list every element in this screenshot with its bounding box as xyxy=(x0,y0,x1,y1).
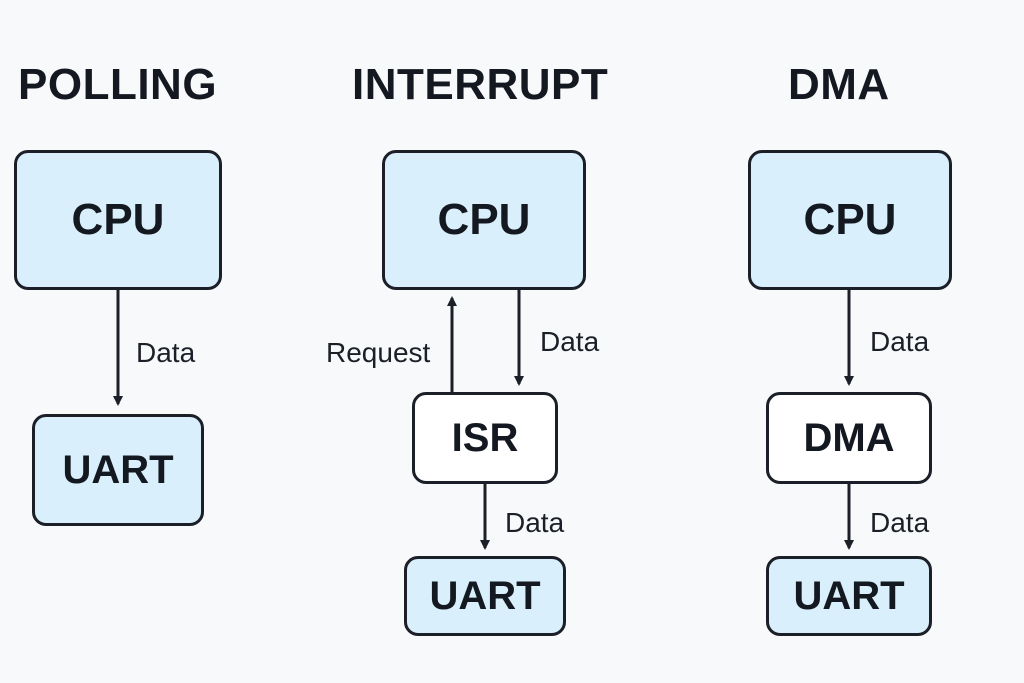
polling-cpu-box: CPU xyxy=(14,150,222,290)
interrupt-title: INTERRUPT xyxy=(352,60,609,109)
interrupt-isr-box: ISR xyxy=(412,392,558,484)
interrupt-data-label-lower: Data xyxy=(505,507,565,538)
polling-title: POLLING xyxy=(18,60,218,109)
dma-cpu-box: CPU xyxy=(748,150,952,290)
dma-title: DMA xyxy=(788,60,890,109)
interrupt-request-label: Request xyxy=(326,337,431,368)
dma-uart-box: UART xyxy=(766,556,932,636)
dma-controller-box: DMA xyxy=(766,392,932,484)
interrupt-uart-box: UART xyxy=(404,556,566,636)
dma-data-label-upper: Data xyxy=(870,326,930,357)
dma-data-label-lower: Data xyxy=(870,507,930,538)
polling-data-label: Data xyxy=(136,337,196,368)
interrupt-cpu-box: CPU xyxy=(382,150,586,290)
interrupt-data-label-upper: Data xyxy=(540,326,600,357)
polling-uart-box: UART xyxy=(32,414,204,526)
